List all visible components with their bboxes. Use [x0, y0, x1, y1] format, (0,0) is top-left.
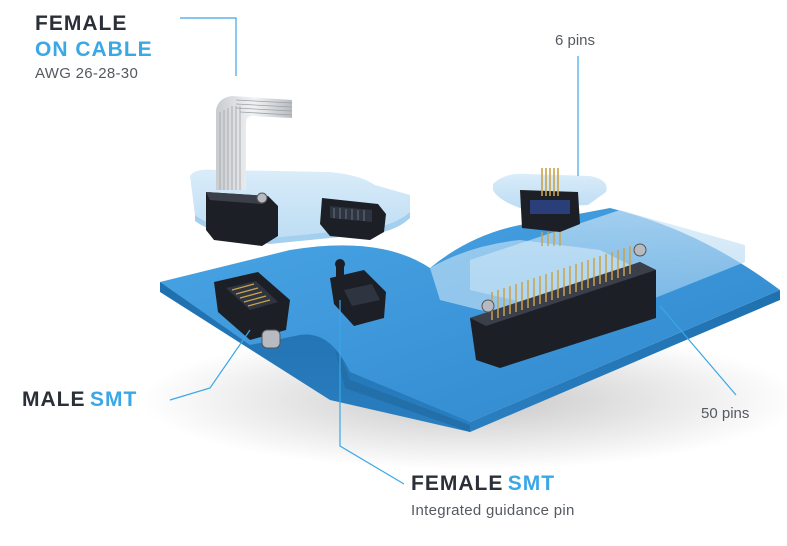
female-cable-title: FEMALE — [35, 12, 128, 35]
male-smt-word1: MALE — [22, 388, 86, 411]
leader-male-smt — [169, 329, 251, 401]
male-smt-connector — [214, 272, 290, 349]
six-pin-connector — [520, 168, 580, 246]
leader-fifty-pins — [659, 305, 737, 396]
male-smt-label: MALE SMT — [22, 388, 137, 412]
female-smt-word1: FEMALE — [411, 472, 504, 495]
ribbon-cable — [216, 96, 293, 190]
female-cable-mating — [320, 198, 386, 240]
female-smt-word2: SMT — [507, 472, 556, 495]
female-cable-awg: AWG 26-28-30 — [35, 65, 139, 82]
female-smt-guidance: Integrated guidance pin — [411, 502, 575, 519]
female-smt-label: FEMALE SMT Integrated guidance pin — [411, 472, 575, 519]
fifty-pin-connector — [470, 243, 656, 368]
female-cable-subtitle: ON CABLE — [35, 38, 153, 61]
female-smt-connector — [330, 259, 386, 326]
pcb-board-edge — [160, 282, 780, 432]
six-pins-label: 6 pins — [555, 32, 596, 49]
female-cable-connector — [206, 192, 278, 246]
male-smt-word2: SMT — [89, 388, 138, 411]
leader-lines — [169, 17, 737, 485]
leader-female-cable — [180, 17, 237, 76]
fifty-pins-label: 50 pins — [701, 405, 750, 422]
female-cable-label: FEMALE ON CABLE AWG 26-28-30 — [35, 12, 153, 82]
pcb-board-edge-front — [330, 330, 470, 432]
leader-female-smt — [339, 300, 405, 485]
